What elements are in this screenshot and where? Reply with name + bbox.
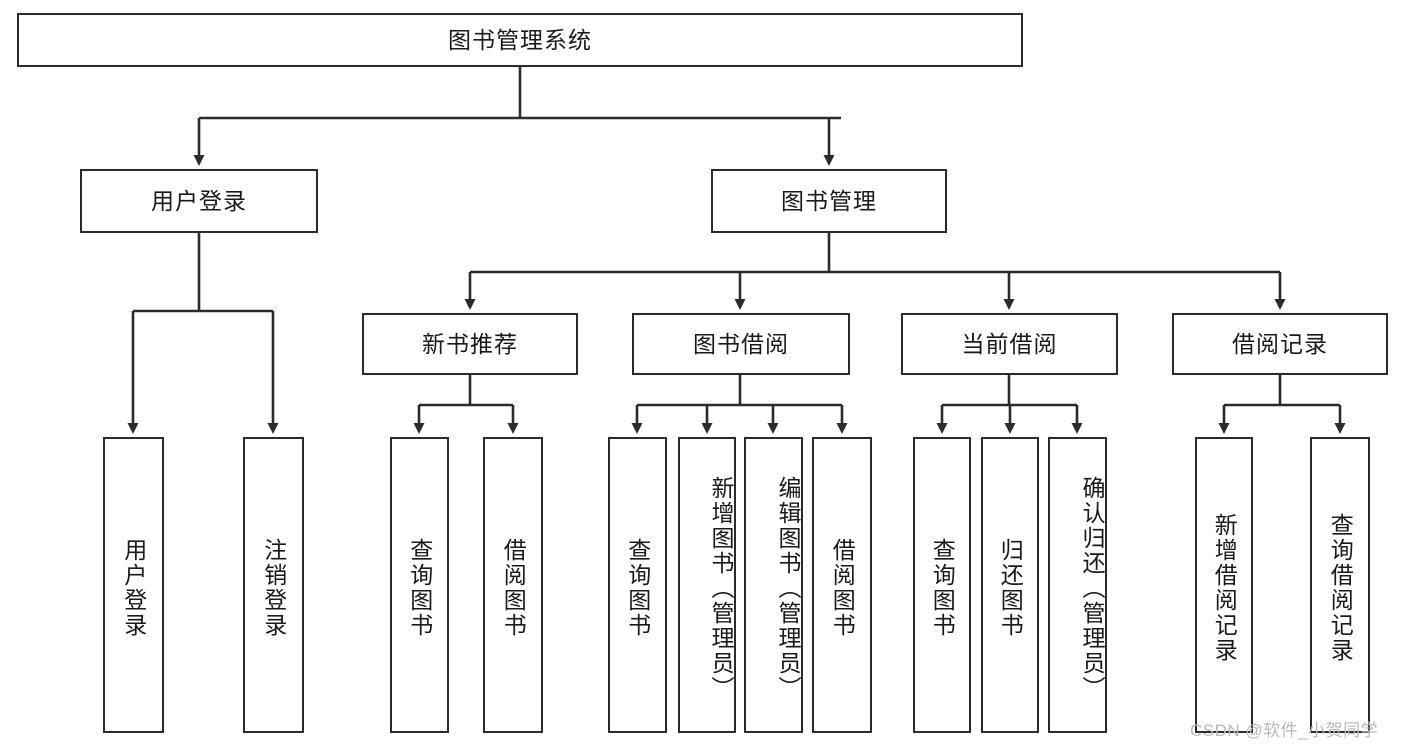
node-leaf-return-book-label: 归还图书: [997, 538, 1024, 638]
node-leaf-return-book[interactable]: 归还图书: [981, 437, 1039, 733]
node-leaf-edit-book[interactable]: 编辑图书（管理员）: [744, 437, 803, 733]
node-leaf-query-record-label: 查询借阅记录: [1327, 513, 1354, 663]
node-book-borrow[interactable]: 图书借阅: [632, 313, 850, 375]
node-user-login[interactable]: 用户登录: [80, 169, 318, 233]
node-leaf-edit-book-label: 编辑图书（管理员）: [775, 475, 801, 701]
node-borrow-record-label: 借阅记录: [1232, 330, 1328, 357]
node-leaf-borrow-book-1[interactable]: 借阅图书: [483, 437, 543, 733]
node-leaf-borrow-book-2-label: 借阅图书: [829, 538, 856, 638]
node-leaf-add-record[interactable]: 新增借阅记录: [1195, 437, 1253, 733]
node-current-borrow[interactable]: 当前借阅: [901, 313, 1118, 375]
node-leaf-query-book-2-label: 查询图书: [624, 538, 651, 638]
node-leaf-add-book-label: 新增图书（管理员）: [708, 475, 734, 701]
node-root-label: 图书管理系统: [448, 26, 592, 53]
node-leaf-borrow-book-1-label: 借阅图书: [500, 538, 527, 638]
node-current-borrow-label: 当前借阅: [961, 330, 1058, 357]
node-leaf-add-record-label: 新增借阅记录: [1211, 513, 1238, 663]
node-leaf-user-login[interactable]: 用户登录: [103, 437, 164, 733]
node-leaf-confirm-return-label: 确认归还（管理员）: [1079, 475, 1105, 701]
node-leaf-query-book-1-label: 查询图书: [406, 538, 433, 638]
node-leaf-user-login-label: 用户登录: [120, 538, 147, 638]
node-leaf-query-record[interactable]: 查询借阅记录: [1310, 437, 1370, 733]
node-new-book-recommend[interactable]: 新书推荐: [362, 313, 578, 375]
node-root[interactable]: 图书管理系统: [17, 13, 1023, 67]
node-leaf-borrow-book-2[interactable]: 借阅图书: [812, 437, 872, 733]
node-leaf-query-book-3-label: 查询图书: [929, 538, 956, 638]
node-leaf-logout-login-label: 注销登录: [260, 538, 287, 638]
node-leaf-query-book-1[interactable]: 查询图书: [390, 437, 449, 733]
node-leaf-add-book[interactable]: 新增图书（管理员）: [678, 437, 736, 733]
node-book-manage[interactable]: 图书管理: [711, 169, 947, 233]
node-leaf-confirm-return[interactable]: 确认归还（管理员）: [1048, 437, 1107, 733]
node-leaf-logout-login[interactable]: 注销登录: [243, 437, 304, 733]
node-borrow-record[interactable]: 借阅记录: [1172, 313, 1388, 375]
node-book-borrow-label: 图书借阅: [693, 330, 789, 357]
node-book-manage-label: 图书管理: [781, 187, 877, 214]
node-leaf-query-book-2[interactable]: 查询图书: [608, 437, 667, 733]
node-user-login-label: 用户登录: [151, 187, 247, 214]
node-new-book-recommend-label: 新书推荐: [422, 330, 518, 357]
node-leaf-query-book-3[interactable]: 查询图书: [913, 437, 971, 733]
